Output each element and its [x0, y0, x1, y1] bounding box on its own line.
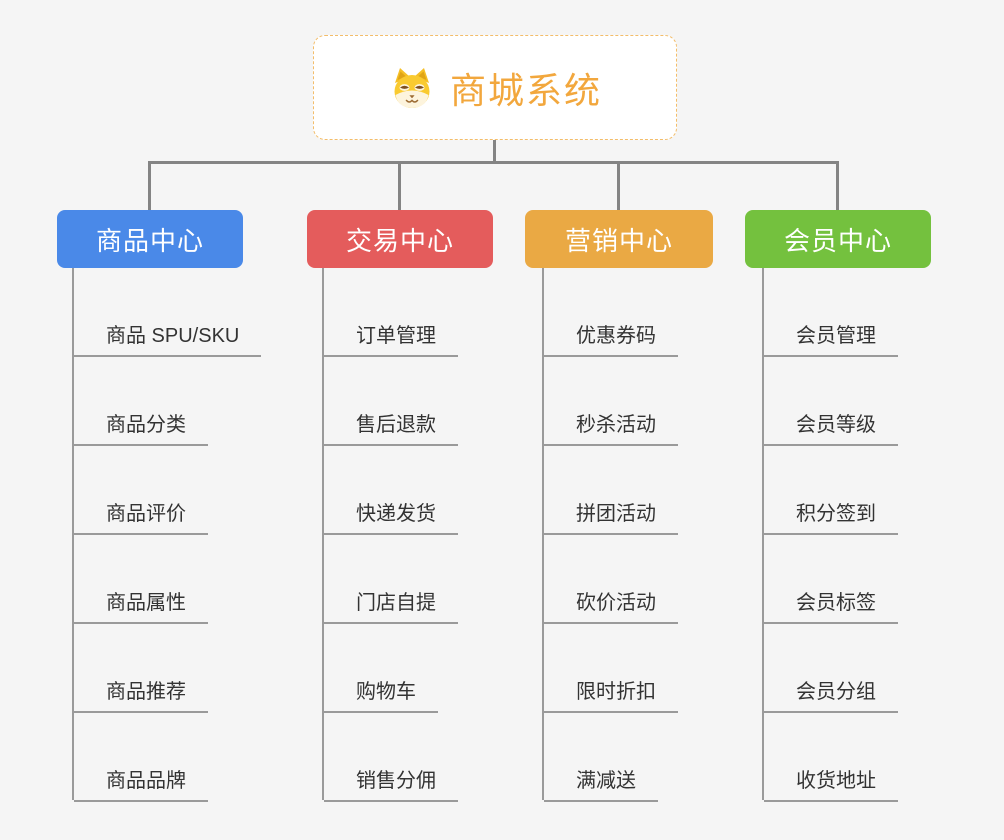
leaf-node[interactable]: 订单管理	[324, 323, 458, 357]
leaf-node[interactable]: 商品属性	[74, 590, 208, 624]
branch-node-product-center[interactable]: 商品中心	[57, 210, 243, 268]
leaf-node[interactable]: 收货地址	[764, 768, 898, 802]
leaf-node[interactable]: 售后退款	[324, 412, 458, 446]
connector-drop-marketing	[617, 161, 620, 210]
branch-label: 营销中心	[564, 225, 673, 256]
root-node[interactable]: 商城系统	[313, 35, 677, 140]
leaf-node[interactable]: 限时折扣	[544, 679, 678, 713]
connector-horizontal	[149, 161, 839, 164]
branch-children-marketing: 优惠券码 秒杀活动 拼团活动 砍价活动 限时折扣 满减送	[542, 268, 678, 802]
branch-node-member-center[interactable]: 会员中心	[745, 210, 931, 268]
connector-root-stub	[493, 140, 496, 162]
leaf-node[interactable]: 满减送	[544, 768, 658, 802]
leaf-node[interactable]: 会员管理	[764, 323, 898, 357]
leaf-node[interactable]: 会员等级	[764, 412, 898, 446]
leaf-node[interactable]: 商品分类	[74, 412, 208, 446]
branch-node-trade-center[interactable]: 交易中心	[307, 210, 493, 268]
leaf-node[interactable]: 商品品牌	[74, 768, 208, 802]
branch-children-trade: 订单管理 售后退款 快递发货 门店自提 购物车 销售分佣	[322, 268, 458, 802]
branch-node-marketing-center[interactable]: 营销中心	[525, 210, 713, 268]
leaf-node[interactable]: 会员分组	[764, 679, 898, 713]
branch-children-member: 会员管理 会员等级 积分签到 会员标签 会员分组 收货地址	[762, 268, 898, 802]
branch-label: 会员中心	[783, 225, 892, 256]
leaf-node[interactable]: 快递发货	[324, 501, 458, 535]
branch-label: 商品中心	[95, 225, 204, 256]
connector-drop-trade	[398, 161, 401, 210]
branch-label: 交易中心	[345, 225, 454, 256]
branch-children-product: 商品 SPU/SKU 商品分类 商品评价 商品属性 商品推荐 商品品牌	[72, 268, 262, 802]
leaf-node[interactable]: 销售分佣	[324, 768, 458, 802]
leaf-node[interactable]: 购物车	[324, 679, 438, 713]
connector-drop-product	[148, 161, 151, 210]
leaf-node[interactable]: 商品推荐	[74, 679, 208, 713]
leaf-node[interactable]: 砍价活动	[544, 590, 678, 624]
connector-drop-member	[836, 161, 839, 210]
shiba-dog-icon	[388, 66, 436, 110]
leaf-node[interactable]: 优惠券码	[544, 323, 678, 357]
leaf-node[interactable]: 秒杀活动	[544, 412, 678, 446]
leaf-node[interactable]: 会员标签	[764, 590, 898, 624]
leaf-node[interactable]: 商品 SPU/SKU	[74, 323, 262, 357]
leaf-node[interactable]: 拼团活动	[544, 501, 678, 535]
leaf-node[interactable]: 积分签到	[764, 501, 898, 535]
leaf-node[interactable]: 商品评价	[74, 501, 208, 535]
leaf-node[interactable]: 门店自提	[324, 590, 458, 624]
root-title: 商城系统	[449, 69, 602, 111]
